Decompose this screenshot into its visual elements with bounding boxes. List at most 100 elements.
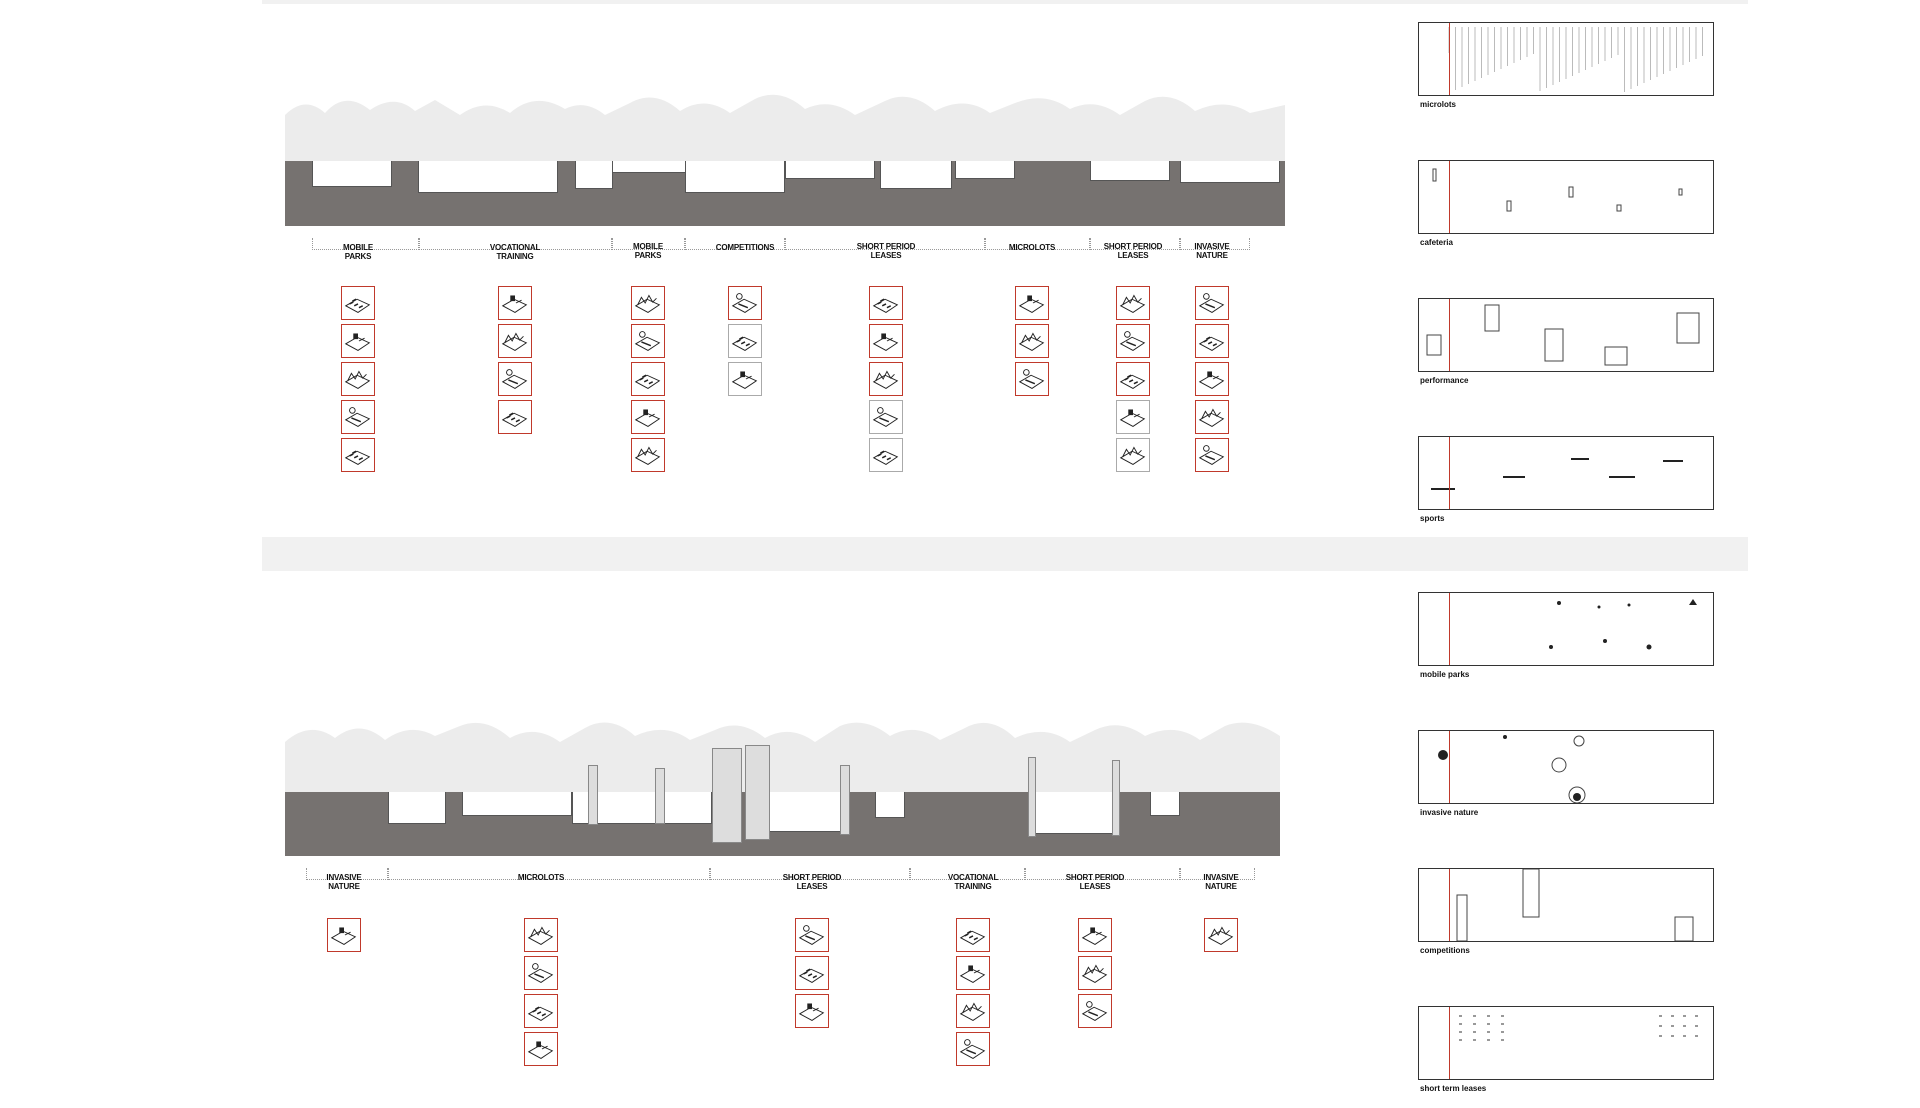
- top-cut-8: [955, 161, 1015, 179]
- top-cut-7: [880, 161, 952, 189]
- top-bracket-8: [1180, 238, 1250, 250]
- top-program-icon-7-4: [1116, 400, 1150, 434]
- bottom-program-icon-2-4: [524, 1032, 558, 1066]
- top-label-competitions: COMPETITIONS: [715, 243, 775, 252]
- top-program-icon-7-5: [1116, 438, 1150, 472]
- panel-title-performance: performance: [1420, 376, 1469, 385]
- bottom-program-icon-5-2: [1078, 956, 1112, 990]
- bottom-label-invasive-nature-2: INVASIVE NATURE: [1203, 873, 1239, 891]
- top-program-icon-2-1: [498, 286, 532, 320]
- bottom-label-vocational-training: VOCATIONAL TRAINING: [947, 873, 999, 891]
- top-program-icon-3-2: [631, 324, 665, 358]
- top-label-vocational-training: VOCATIONAL TRAINING: [489, 243, 541, 261]
- bottom-program-icon-2-2: [524, 956, 558, 990]
- bottom-wall-6: [1028, 757, 1036, 837]
- bottom-bracket-6: [1180, 868, 1255, 880]
- panel-title-microlots: microlots: [1420, 100, 1457, 109]
- top-label-microlots: MICROLOTS: [1008, 243, 1056, 252]
- bottom-bracket-1: [306, 868, 388, 880]
- top-program-icon-1-3: [341, 362, 375, 396]
- top-program-icon-8-5: [1195, 438, 1229, 472]
- top-bracket-1: [312, 238, 419, 250]
- top-program-icon-3-4: [631, 400, 665, 434]
- bottom-program-icon-3-3: [795, 994, 829, 1028]
- panel-title-mobile-parks: mobile parks: [1420, 670, 1470, 679]
- bottom-bracket-5: [1025, 868, 1180, 880]
- top-cut-3: [575, 161, 613, 189]
- top-program-icon-5-5: [869, 438, 903, 472]
- panel-edge-line: [1449, 593, 1450, 665]
- bottom-site-section: INVASIVE NATURE MICROLOTS SHORT PERIOD L…: [285, 722, 1280, 1066]
- top-site-section: MOBILE PARKS VOCATIONAL TRAINING MOBILE …: [0, 0, 1400, 540]
- bottom-label-invasive-nature-1: INVASIVE NATURE: [326, 873, 362, 891]
- bottom-bracket-3: [710, 868, 910, 880]
- panel-sports: [1418, 436, 1714, 510]
- panel-edge-line: [1449, 299, 1450, 371]
- bottom-program-icon-2-1: [524, 918, 558, 952]
- top-program-icon-4-3: [728, 362, 762, 396]
- middle-band: [262, 537, 1748, 571]
- top-label-short-period-leases-1: SHORT PERIOD LEASES: [856, 242, 916, 260]
- bottom-program-icon-4-2: [956, 956, 990, 990]
- short-term-leases-marks: [1459, 1015, 1698, 1041]
- top-cut-9: [1090, 161, 1170, 181]
- top-program-icon-7-2: [1116, 324, 1150, 358]
- bottom-label-short-period-leases-2: SHORT PERIOD LEASES: [1065, 873, 1125, 891]
- top-label-mobile-parks-1: MOBILE PARKS: [343, 243, 373, 261]
- bottom-cut-5: [875, 792, 905, 818]
- panel-title-short-term-leases: short term leases: [1420, 1084, 1487, 1093]
- bottom-wall-2: [655, 768, 665, 824]
- top-program-icon-3-3: [631, 362, 665, 396]
- top-program-icon-5-3: [869, 362, 903, 396]
- top-bracket-4: [685, 238, 785, 250]
- top-cut-1: [312, 161, 392, 187]
- bottom-cut-4: [765, 792, 845, 832]
- top-cut-6: [785, 161, 875, 179]
- panel-edge-line: [1449, 23, 1450, 95]
- top-program-icon-6-1: [1015, 286, 1049, 320]
- top-program-icon-8-1: [1195, 286, 1229, 320]
- top-program-icon-6-2: [1015, 324, 1049, 358]
- top-label-short-period-leases-2: SHORT PERIOD LEASES: [1103, 242, 1163, 260]
- bottom-program-icon-2-3: [524, 994, 558, 1028]
- top-program-icon-5-2: [869, 324, 903, 358]
- panel-title-cafeteria: cafeteria: [1420, 238, 1453, 247]
- top-program-icon-4-2: [728, 324, 762, 358]
- bottom-bracket-2: [388, 868, 710, 880]
- panel-edge-line: [1449, 437, 1450, 509]
- top-program-icon-7-3: [1116, 362, 1150, 396]
- panel-invasive-nature: [1418, 730, 1714, 804]
- bottom-wall-3: [712, 748, 742, 843]
- top-program-icon-2-4: [498, 400, 532, 434]
- top-bracket-5: [785, 238, 985, 250]
- bottom-program-icon-3-2: [795, 956, 829, 990]
- bottom-cut-1: [388, 792, 446, 824]
- top-bracket-3: [612, 238, 685, 250]
- panel-title-invasive-nature: invasive nature: [1420, 808, 1479, 817]
- bottom-label-short-period-leases-1: SHORT PERIOD LEASES: [782, 873, 842, 891]
- bottom-wall-4: [745, 745, 770, 840]
- top-bracket-6: [985, 238, 1090, 250]
- performance-marks: [1426, 304, 1700, 366]
- top-bracket-7: [1090, 238, 1180, 250]
- panel-edge-line: [1449, 731, 1450, 803]
- bottom-label-microlots: MICROLOTS: [517, 873, 565, 882]
- top-label-invasive-nature: INVASIVE NATURE: [1194, 242, 1230, 260]
- panel-cafeteria: [1418, 160, 1714, 234]
- panel-short-term-leases: [1418, 1006, 1714, 1080]
- top-program-icon-5-1: [869, 286, 903, 320]
- invasive-nature-marks: [1438, 735, 1586, 804]
- bottom-program-icon-5-3: [1078, 994, 1112, 1028]
- bottom-program-icon-4-3: [956, 994, 990, 1028]
- bottom-skyline-silhouette: [285, 722, 1280, 792]
- top-program-icon-3-1: [631, 286, 665, 320]
- bottom-wall-7: [1112, 760, 1120, 836]
- top-program-icon-8-2: [1195, 324, 1229, 358]
- top-cut-2: [418, 161, 558, 193]
- bottom-program-icon-5-1: [1078, 918, 1112, 952]
- bottom-wall-5: [840, 765, 850, 835]
- top-program-icon-1-2: [341, 324, 375, 358]
- top-program-icon-2-3: [498, 362, 532, 396]
- top-cut-5: [685, 161, 785, 193]
- mobile-parks-marks: [1549, 599, 1697, 650]
